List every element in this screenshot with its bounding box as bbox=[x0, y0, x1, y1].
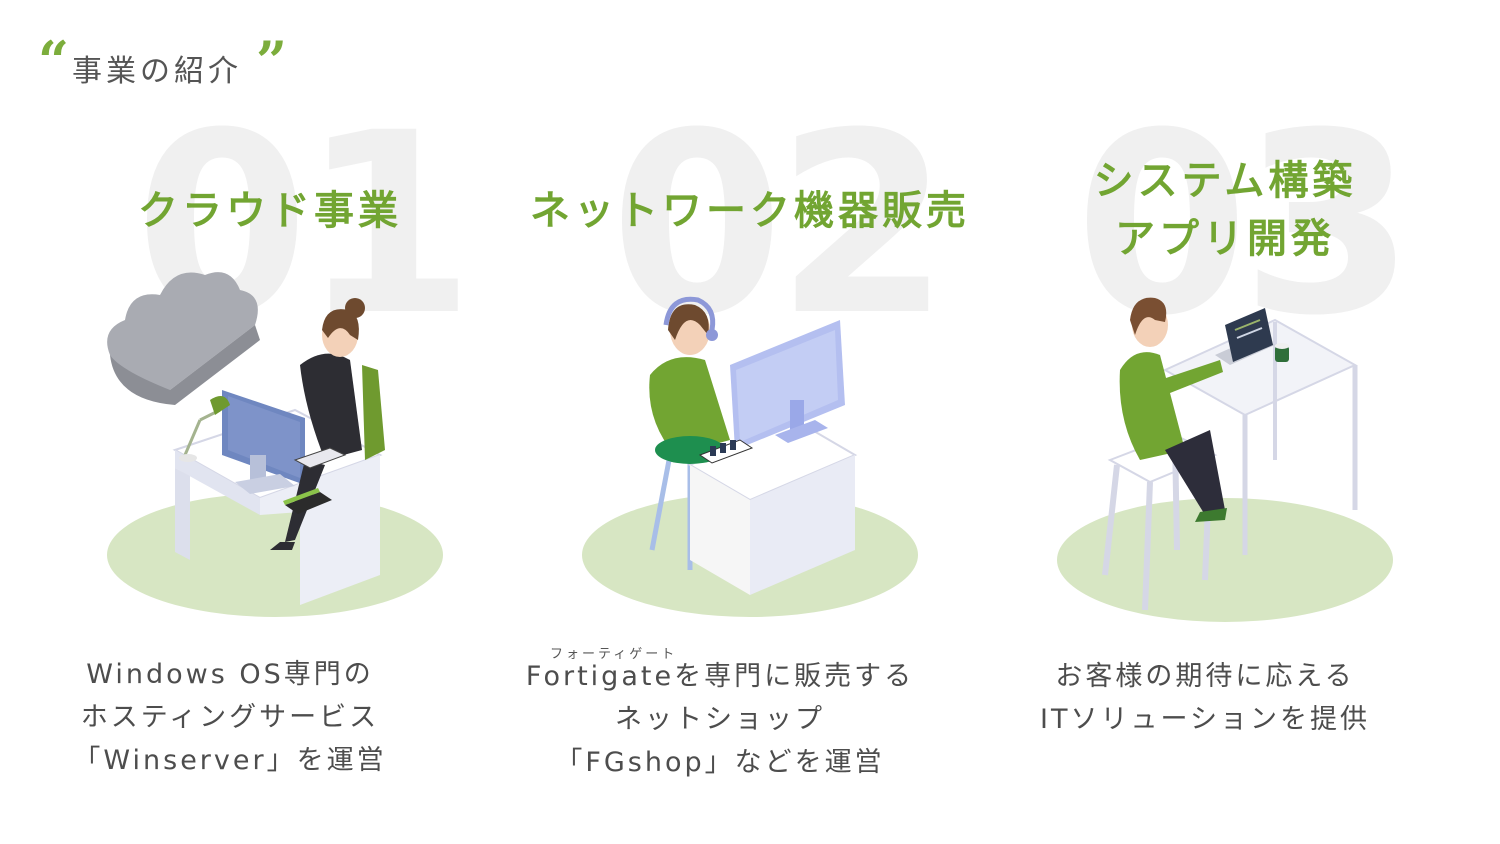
person-icon bbox=[1119, 297, 1227, 522]
description-line: Windows OS専門の bbox=[86, 659, 374, 690]
card-description: Windows OS専門の ホスティングサービス 「Winserver」を運営 bbox=[0, 653, 460, 782]
card-title-line: ネットワーク機器販売 bbox=[530, 188, 970, 234]
lamp-icon bbox=[179, 396, 230, 462]
laptop-icon bbox=[1215, 308, 1275, 365]
description-line: ITソリューションを提供 bbox=[1040, 704, 1370, 735]
developer-desk-illustration bbox=[1057, 297, 1393, 622]
page-title: 事業の紹介 bbox=[72, 54, 242, 89]
notebook-icon bbox=[283, 488, 332, 514]
card-title: システム構築 アプリ開発 bbox=[995, 152, 1455, 268]
open-quote-icon: “ bbox=[38, 29, 70, 93]
ruby-annotation: フォーティゲート bbox=[550, 647, 678, 662]
card-description: Fortigateを専門に販売する ネットショップ 「FGshop」などを運営 bbox=[490, 655, 950, 784]
support-desk-illustration bbox=[582, 296, 918, 617]
card-description: お客様の期待に応える ITソリューションを提供 bbox=[975, 655, 1435, 741]
card-title-line: システム構築 bbox=[1093, 158, 1357, 204]
card-title: クラウド事業 bbox=[40, 182, 500, 240]
desk-icon bbox=[687, 418, 858, 595]
card-title: ネットワーク機器販売 bbox=[520, 182, 980, 240]
card-title-line: アプリ開発 bbox=[1115, 216, 1335, 262]
card-number: 02 bbox=[610, 79, 950, 370]
service-card-development: 03 システム構築 アプリ開発 bbox=[995, 100, 1455, 800]
service-card-cloud: 01 クラウド事業 bbox=[40, 100, 500, 800]
floor-ellipse bbox=[1057, 498, 1393, 622]
service-card-network: 02 ネットワーク機器販売 bbox=[520, 100, 980, 800]
coffee-cup-icon bbox=[1275, 343, 1289, 362]
description-line: ホスティングサービス bbox=[80, 702, 380, 733]
description-line: お客様の期待に応える bbox=[1055, 661, 1355, 692]
monitor-icon bbox=[730, 320, 845, 450]
monitor-icon bbox=[222, 390, 305, 494]
description-line: 「Winserver」を運営 bbox=[73, 745, 387, 776]
card-title-line: クラウド事業 bbox=[138, 188, 402, 234]
keyboard-icon bbox=[293, 447, 347, 469]
documents-icon bbox=[698, 439, 754, 464]
person-icon bbox=[649, 296, 730, 464]
description-line: Fortigateを専門に販売する bbox=[525, 661, 915, 692]
close-quote-icon: ” bbox=[256, 29, 288, 93]
description-line: ネットショップ bbox=[615, 704, 825, 735]
cloud-office-illustration bbox=[107, 272, 443, 617]
card-number: 03 bbox=[1075, 79, 1415, 370]
description-line: 「FGshop」などを運営 bbox=[555, 747, 885, 778]
cloud-icon bbox=[107, 272, 260, 405]
